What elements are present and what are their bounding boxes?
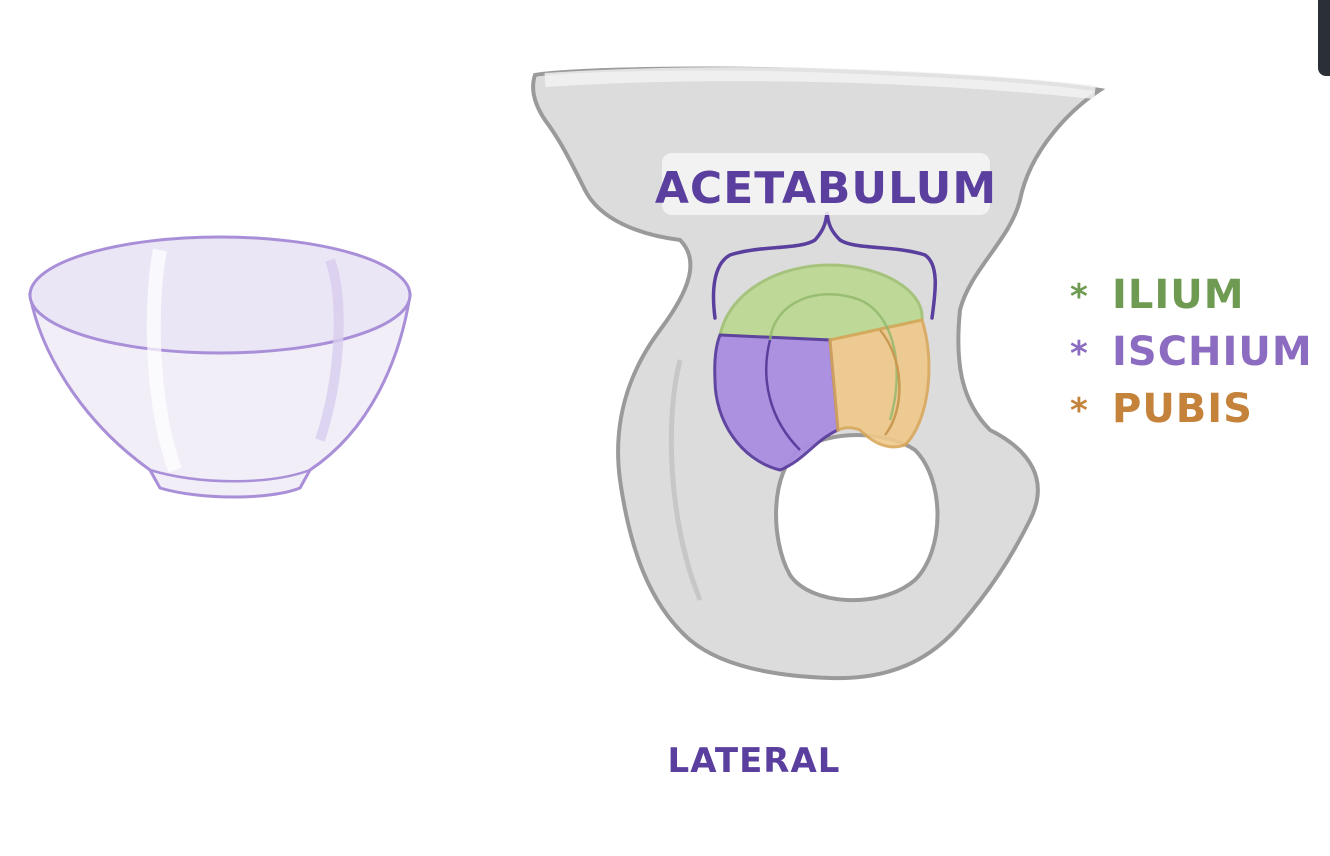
legend-item-ilium: ILIUM (1112, 272, 1245, 318)
legend-bullet-ilium: * (1070, 277, 1089, 317)
bowl-illustration (28, 235, 412, 499)
legend: * ILIUM * ISCHIUM * PUBIS (1070, 272, 1313, 432)
acetabulum-title: ACETABULUM (655, 163, 997, 214)
title-label-background (662, 153, 990, 215)
legend-item-pubis: PUBIS (1112, 386, 1253, 432)
view-label: LATERAL (668, 741, 841, 781)
legend-bullet-ischium: * (1070, 334, 1089, 374)
acetabulum-regions (713, 263, 931, 472)
legend-item-ischium: ISCHIUM (1112, 329, 1313, 375)
legend-bullet-pubis: * (1070, 391, 1089, 431)
corner-panel-tab[interactable] (1318, 0, 1330, 76)
